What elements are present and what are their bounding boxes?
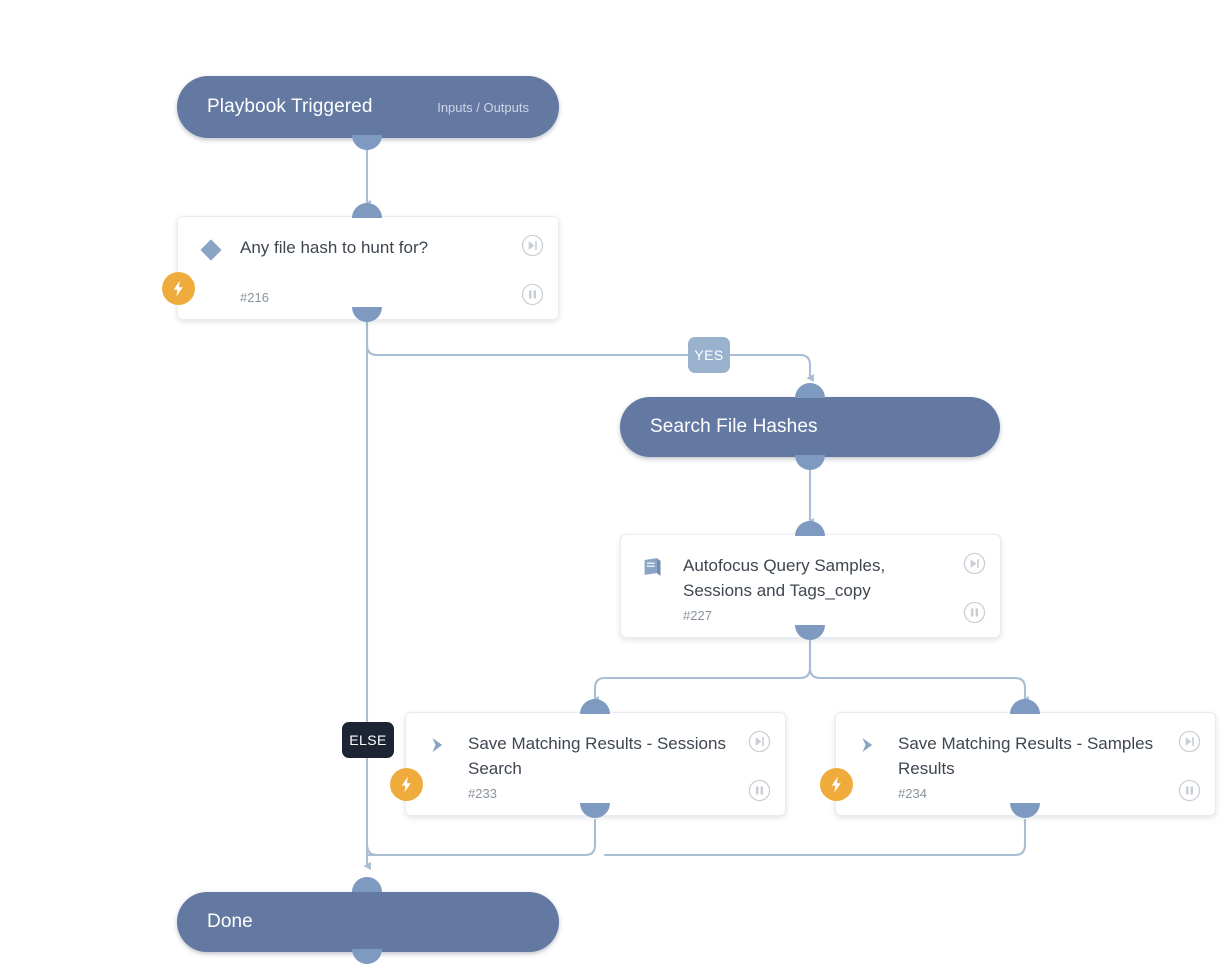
port-in-save-samples[interactable] xyxy=(1010,699,1040,714)
node-title: Autofocus Query Samples, Sessions and Ta… xyxy=(683,556,886,600)
skip-forward-icon[interactable] xyxy=(1178,730,1201,753)
skip-forward-icon[interactable] xyxy=(521,234,544,257)
pause-icon[interactable] xyxy=(963,601,986,624)
lightning-bolt-icon xyxy=(162,272,195,305)
lightning-bolt-icon xyxy=(820,768,853,801)
node-id: #234 xyxy=(898,786,927,801)
branch-label-else[interactable]: ELSE xyxy=(342,722,394,758)
node-save-samples-results[interactable]: Save Matching Results - Samples Results … xyxy=(820,712,1216,816)
pause-icon[interactable] xyxy=(1178,779,1201,802)
node-id: #233 xyxy=(468,786,497,801)
port-in-save-sessions[interactable] xyxy=(580,699,610,714)
node-done[interactable]: Done xyxy=(177,892,559,952)
skip-forward-icon[interactable] xyxy=(963,552,986,575)
branch-label-text: YES xyxy=(694,347,724,363)
pause-icon[interactable] xyxy=(748,779,771,802)
port-out-start[interactable] xyxy=(352,135,382,150)
lightning-bolt-icon xyxy=(390,768,423,801)
node-title: Save Matching Results - Sessions Search xyxy=(468,734,726,778)
port-out-save-samples[interactable] xyxy=(1010,803,1040,818)
node-condition-any-file-hash[interactable]: Any file hash to hunt for? #216 xyxy=(162,216,559,320)
branch-label-yes[interactable]: YES xyxy=(688,337,730,373)
port-out-condition[interactable] xyxy=(352,307,382,322)
node-search-file-hashes[interactable]: Search File Hashes xyxy=(620,397,1000,457)
node-id: #227 xyxy=(683,608,712,623)
port-in-done[interactable] xyxy=(352,877,382,892)
node-id: #216 xyxy=(240,290,269,305)
chevron-right-icon xyxy=(854,731,884,761)
port-out-save-sessions[interactable] xyxy=(580,803,610,818)
port-out-search-file-hashes[interactable] xyxy=(795,455,825,470)
chevron-right-icon xyxy=(424,731,454,761)
node-title: Done xyxy=(207,911,253,932)
port-in-condition[interactable] xyxy=(352,203,382,218)
skip-forward-icon[interactable] xyxy=(748,730,771,753)
node-title: Search File Hashes xyxy=(650,416,818,437)
node-save-sessions-search[interactable]: Save Matching Results - Sessions Search … xyxy=(390,712,786,816)
port-out-autofocus[interactable] xyxy=(795,625,825,640)
node-title: Any file hash to hunt for? xyxy=(240,238,429,257)
inputs-outputs-link[interactable]: Inputs / Outputs xyxy=(437,99,529,115)
node-playbook-triggered[interactable]: Playbook Triggered Inputs / Outputs xyxy=(177,76,559,138)
node-title: Playbook Triggered xyxy=(207,96,373,117)
pause-icon[interactable] xyxy=(521,283,544,306)
condition-diamond-icon xyxy=(196,235,226,265)
port-in-autofocus[interactable] xyxy=(795,521,825,536)
node-autofocus-query[interactable]: Autofocus Query Samples, Sessions and Ta… xyxy=(620,534,1001,638)
port-out-done[interactable] xyxy=(352,949,382,964)
port-in-search-file-hashes[interactable] xyxy=(795,383,825,398)
node-title: Save Matching Results - Samples Results xyxy=(898,734,1154,778)
playbook-book-icon xyxy=(639,553,669,583)
branch-label-text: ELSE xyxy=(349,732,387,748)
